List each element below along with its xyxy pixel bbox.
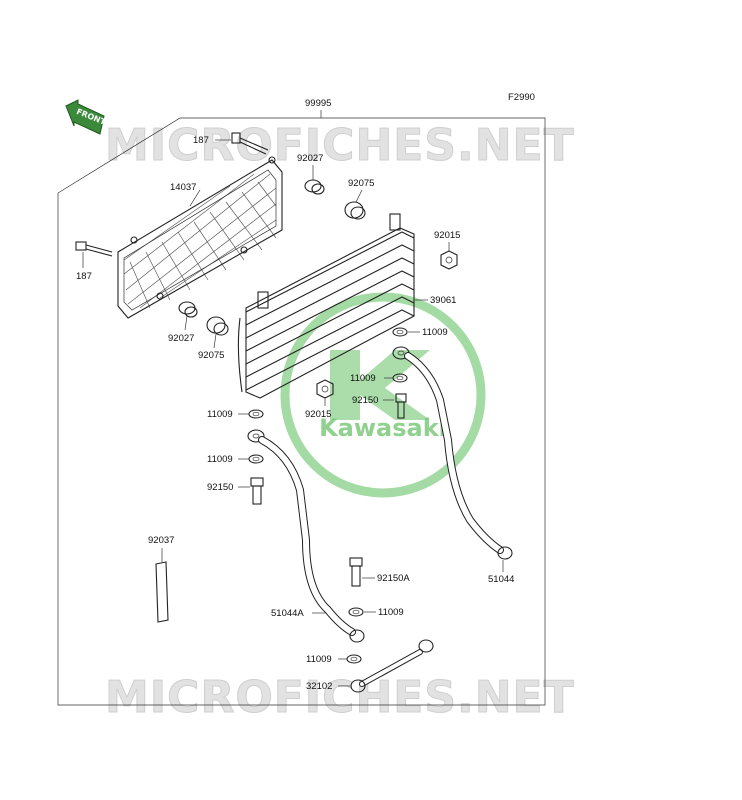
watermark-top: MICROFICHES.NET <box>105 120 575 171</box>
grommet-92027-top: 92027 <box>297 153 325 195</box>
label-32102: 32102 <box>306 681 332 692</box>
label-51044A: 51044A <box>271 608 304 619</box>
watermark-bottom: MICROFICHES.NET <box>105 672 575 723</box>
label-11009-bottom: 11009 <box>306 654 332 665</box>
washer-11009-right-top: 11009 <box>392 327 448 338</box>
label-92015-bottom: 92015 <box>305 409 331 420</box>
washer-11009-left-top: 11009 <box>207 409 264 420</box>
label-11009-left-top: 11009 <box>207 409 233 420</box>
oil-cooler-screen-14037: 14037 <box>117 156 283 319</box>
oil-hose-51044A: 51044A <box>258 436 365 643</box>
logo-text: Kawasaki <box>319 414 447 442</box>
label-92015-top: 92015 <box>434 230 460 241</box>
label-187-left: 187 <box>76 271 92 282</box>
washer-11009-bottom: 11009 <box>306 654 362 665</box>
label-92150-right: 92150 <box>352 395 378 406</box>
grommet-92075-top: 92075 <box>344 178 374 220</box>
label-11009-bottom-right: 11009 <box>378 607 404 618</box>
bolt-187-top: 187 <box>193 132 269 155</box>
label-11009-right-top: 11009 <box>422 327 448 338</box>
oil-pipe-32102: 32102 <box>306 639 434 693</box>
label-92075-top: 92075 <box>348 178 374 189</box>
banjo-bolt-92150-left: 92150 <box>207 477 264 505</box>
grommet-92027-bottom: 92027 <box>168 301 198 344</box>
label-92150A: 92150A <box>377 573 410 584</box>
label-51044: 51044 <box>488 574 514 585</box>
assembly-number: 99995 <box>305 98 331 109</box>
label-11009-left-mid: 11009 <box>207 454 233 465</box>
diagram-code: F2990 <box>508 92 535 103</box>
label-92037: 92037 <box>148 535 174 546</box>
oil-cooler-39061: 39061 <box>237 213 456 399</box>
band-92037: 92037 <box>148 535 174 623</box>
front-arrow-icon: FRONT <box>65 99 107 135</box>
grommet-92075-bottom: 92075 <box>198 316 229 361</box>
washer-11009-left-mid: 11009 <box>207 454 264 465</box>
nut-92015-top: 92015 <box>434 230 460 270</box>
label-11009-right-mid: 11009 <box>350 373 376 384</box>
nut-92015-bottom: 92015 <box>305 379 334 420</box>
washer-11009-bottom-right: 11009 <box>348 607 404 618</box>
oil-hose-51044: 51044 <box>404 352 514 585</box>
bolt-92150A: 92150A <box>349 557 410 587</box>
bolt-187-left: 187 <box>75 241 113 282</box>
kawasaki-logo-watermark: Kawasaki <box>280 292 486 498</box>
label-14037: 14037 <box>170 182 196 193</box>
assembly-frame: 99995 <box>57 98 546 706</box>
banjo-bolt-92150-right: 92150 <box>352 393 407 419</box>
label-92027-bottom: 92027 <box>168 333 194 344</box>
washer-11009-right-mid: 11009 <box>350 373 408 384</box>
label-92075-bottom: 92075 <box>198 350 224 361</box>
label-92027-top: 92027 <box>297 153 323 164</box>
label-92150-left: 92150 <box>207 482 233 493</box>
banjo-fitting-left <box>247 429 265 443</box>
label-187-top: 187 <box>193 135 209 146</box>
label-39061: 39061 <box>430 295 456 306</box>
